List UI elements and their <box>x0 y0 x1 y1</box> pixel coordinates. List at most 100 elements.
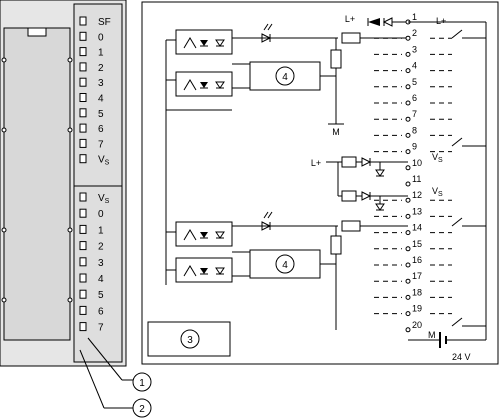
terminal-number: 8 <box>412 125 417 135</box>
switch-d-icon <box>451 317 486 327</box>
callout-2-label: 2 <box>139 404 145 415</box>
voltage-label: 24 V <box>452 352 471 362</box>
led-indicator <box>79 138 87 148</box>
terminal-point <box>405 35 411 41</box>
power-block: 3 <box>147 321 231 357</box>
led-label: 4 <box>98 274 104 285</box>
switch-c-icon <box>451 217 486 227</box>
led-lplus-icon <box>368 18 380 26</box>
led-label: 2 <box>98 63 104 74</box>
led-group-b: VS 0 1 2 3 4 5 6 7 <box>79 192 110 334</box>
callout-1-leader <box>87 337 123 381</box>
circuit-schematic: 4 4 M L+ L+ <box>141 1 499 365</box>
terminal-point <box>405 149 411 155</box>
terminal-number: 19 <box>412 304 422 314</box>
led-indicator <box>79 289 87 299</box>
terminal-point <box>405 278 411 284</box>
callout-1-circle <box>132 372 152 392</box>
terminal-number: 4 <box>412 61 417 71</box>
terminal-number: 3 <box>412 44 417 54</box>
fuse-a <box>341 32 361 44</box>
terminal-number: 7 <box>412 109 417 119</box>
terminal-number: 1 <box>412 12 417 22</box>
terminal-point <box>405 230 411 236</box>
fuse-vs-b <box>341 190 357 202</box>
switch-a-icon <box>451 29 486 39</box>
led-indicator <box>79 16 87 26</box>
led-indicator <box>79 108 87 118</box>
terminal-point <box>405 51 411 57</box>
terminal-point <box>405 246 411 252</box>
terminal-number: 6 <box>412 93 417 103</box>
terminal-number: 17 <box>412 271 422 281</box>
function-block-b: 4 <box>249 249 321 279</box>
terminal-point <box>405 311 411 317</box>
led-label: 3 <box>98 258 104 269</box>
terminal-point <box>405 262 411 268</box>
callout-2-leader <box>79 349 105 409</box>
terminal-number: 11 <box>412 174 421 184</box>
led-indicator <box>79 322 87 332</box>
led-indicator <box>79 241 87 251</box>
lplus-vs-label: L+ <box>311 158 321 168</box>
led-indicator <box>79 93 87 102</box>
callout-2-circle <box>132 398 152 418</box>
m-ext-label: M <box>428 330 436 340</box>
terminal-point <box>405 213 411 219</box>
led-label: 0 <box>98 32 104 43</box>
led-indicator <box>79 47 87 57</box>
led-indicator <box>79 62 87 72</box>
optocoupler-b2 <box>175 257 233 283</box>
terminal-point <box>405 68 411 74</box>
led-label: 3 <box>98 78 104 89</box>
led-label: 6 <box>98 124 104 135</box>
fuse-vs-a <box>341 156 357 168</box>
terminal-number: 14 <box>412 223 422 233</box>
terminal-number: 18 <box>412 287 422 297</box>
led-label: 0 <box>98 209 104 220</box>
terminal-number: 13 <box>412 206 422 216</box>
ground-label: M <box>332 127 340 137</box>
led-label: VS <box>98 155 110 167</box>
optocoupler-a1 <box>175 29 233 55</box>
terminal-point <box>405 197 411 203</box>
terminal-point <box>405 181 411 187</box>
circuit-border <box>141 1 499 365</box>
terminal-point <box>405 327 411 333</box>
led-label: 5 <box>98 290 104 301</box>
vs-label-b: VS <box>432 186 443 198</box>
led-label: 7 <box>98 139 104 150</box>
terminal-number: 9 <box>412 142 417 152</box>
led-label: 5 <box>98 109 104 120</box>
optocoupler-a2 <box>175 71 233 97</box>
lplus-top-label: L+ <box>345 14 355 24</box>
lplus-ext-label: L+ <box>436 16 446 26</box>
led-label: 2 <box>98 242 104 253</box>
led-label: 7 <box>98 323 104 334</box>
switch-b-icon <box>451 137 486 147</box>
vs-label-a: VS <box>432 152 443 164</box>
terminal-number: 2 <box>412 28 417 38</box>
led-label: 1 <box>98 225 104 236</box>
led-indicator <box>79 208 87 218</box>
optocoupler-b1 <box>175 221 233 247</box>
terminal-point <box>405 116 411 122</box>
svg-text:3: 3 <box>187 335 193 346</box>
label-slot <box>27 27 47 37</box>
terminal-number: 16 <box>412 255 422 265</box>
led-indicator <box>79 224 87 234</box>
terminal-point <box>405 132 411 138</box>
led-label: VS <box>98 193 110 205</box>
svg-text:4: 4 <box>282 72 288 83</box>
fuse-b <box>341 220 361 232</box>
led-indicator <box>79 154 87 164</box>
led-label: 6 <box>98 306 104 317</box>
led-indicator <box>79 192 87 202</box>
led-label: 1 <box>98 48 104 59</box>
led-label: SF <box>98 17 111 28</box>
terminal-number: 5 <box>412 77 417 87</box>
led-indicator <box>79 31 87 41</box>
